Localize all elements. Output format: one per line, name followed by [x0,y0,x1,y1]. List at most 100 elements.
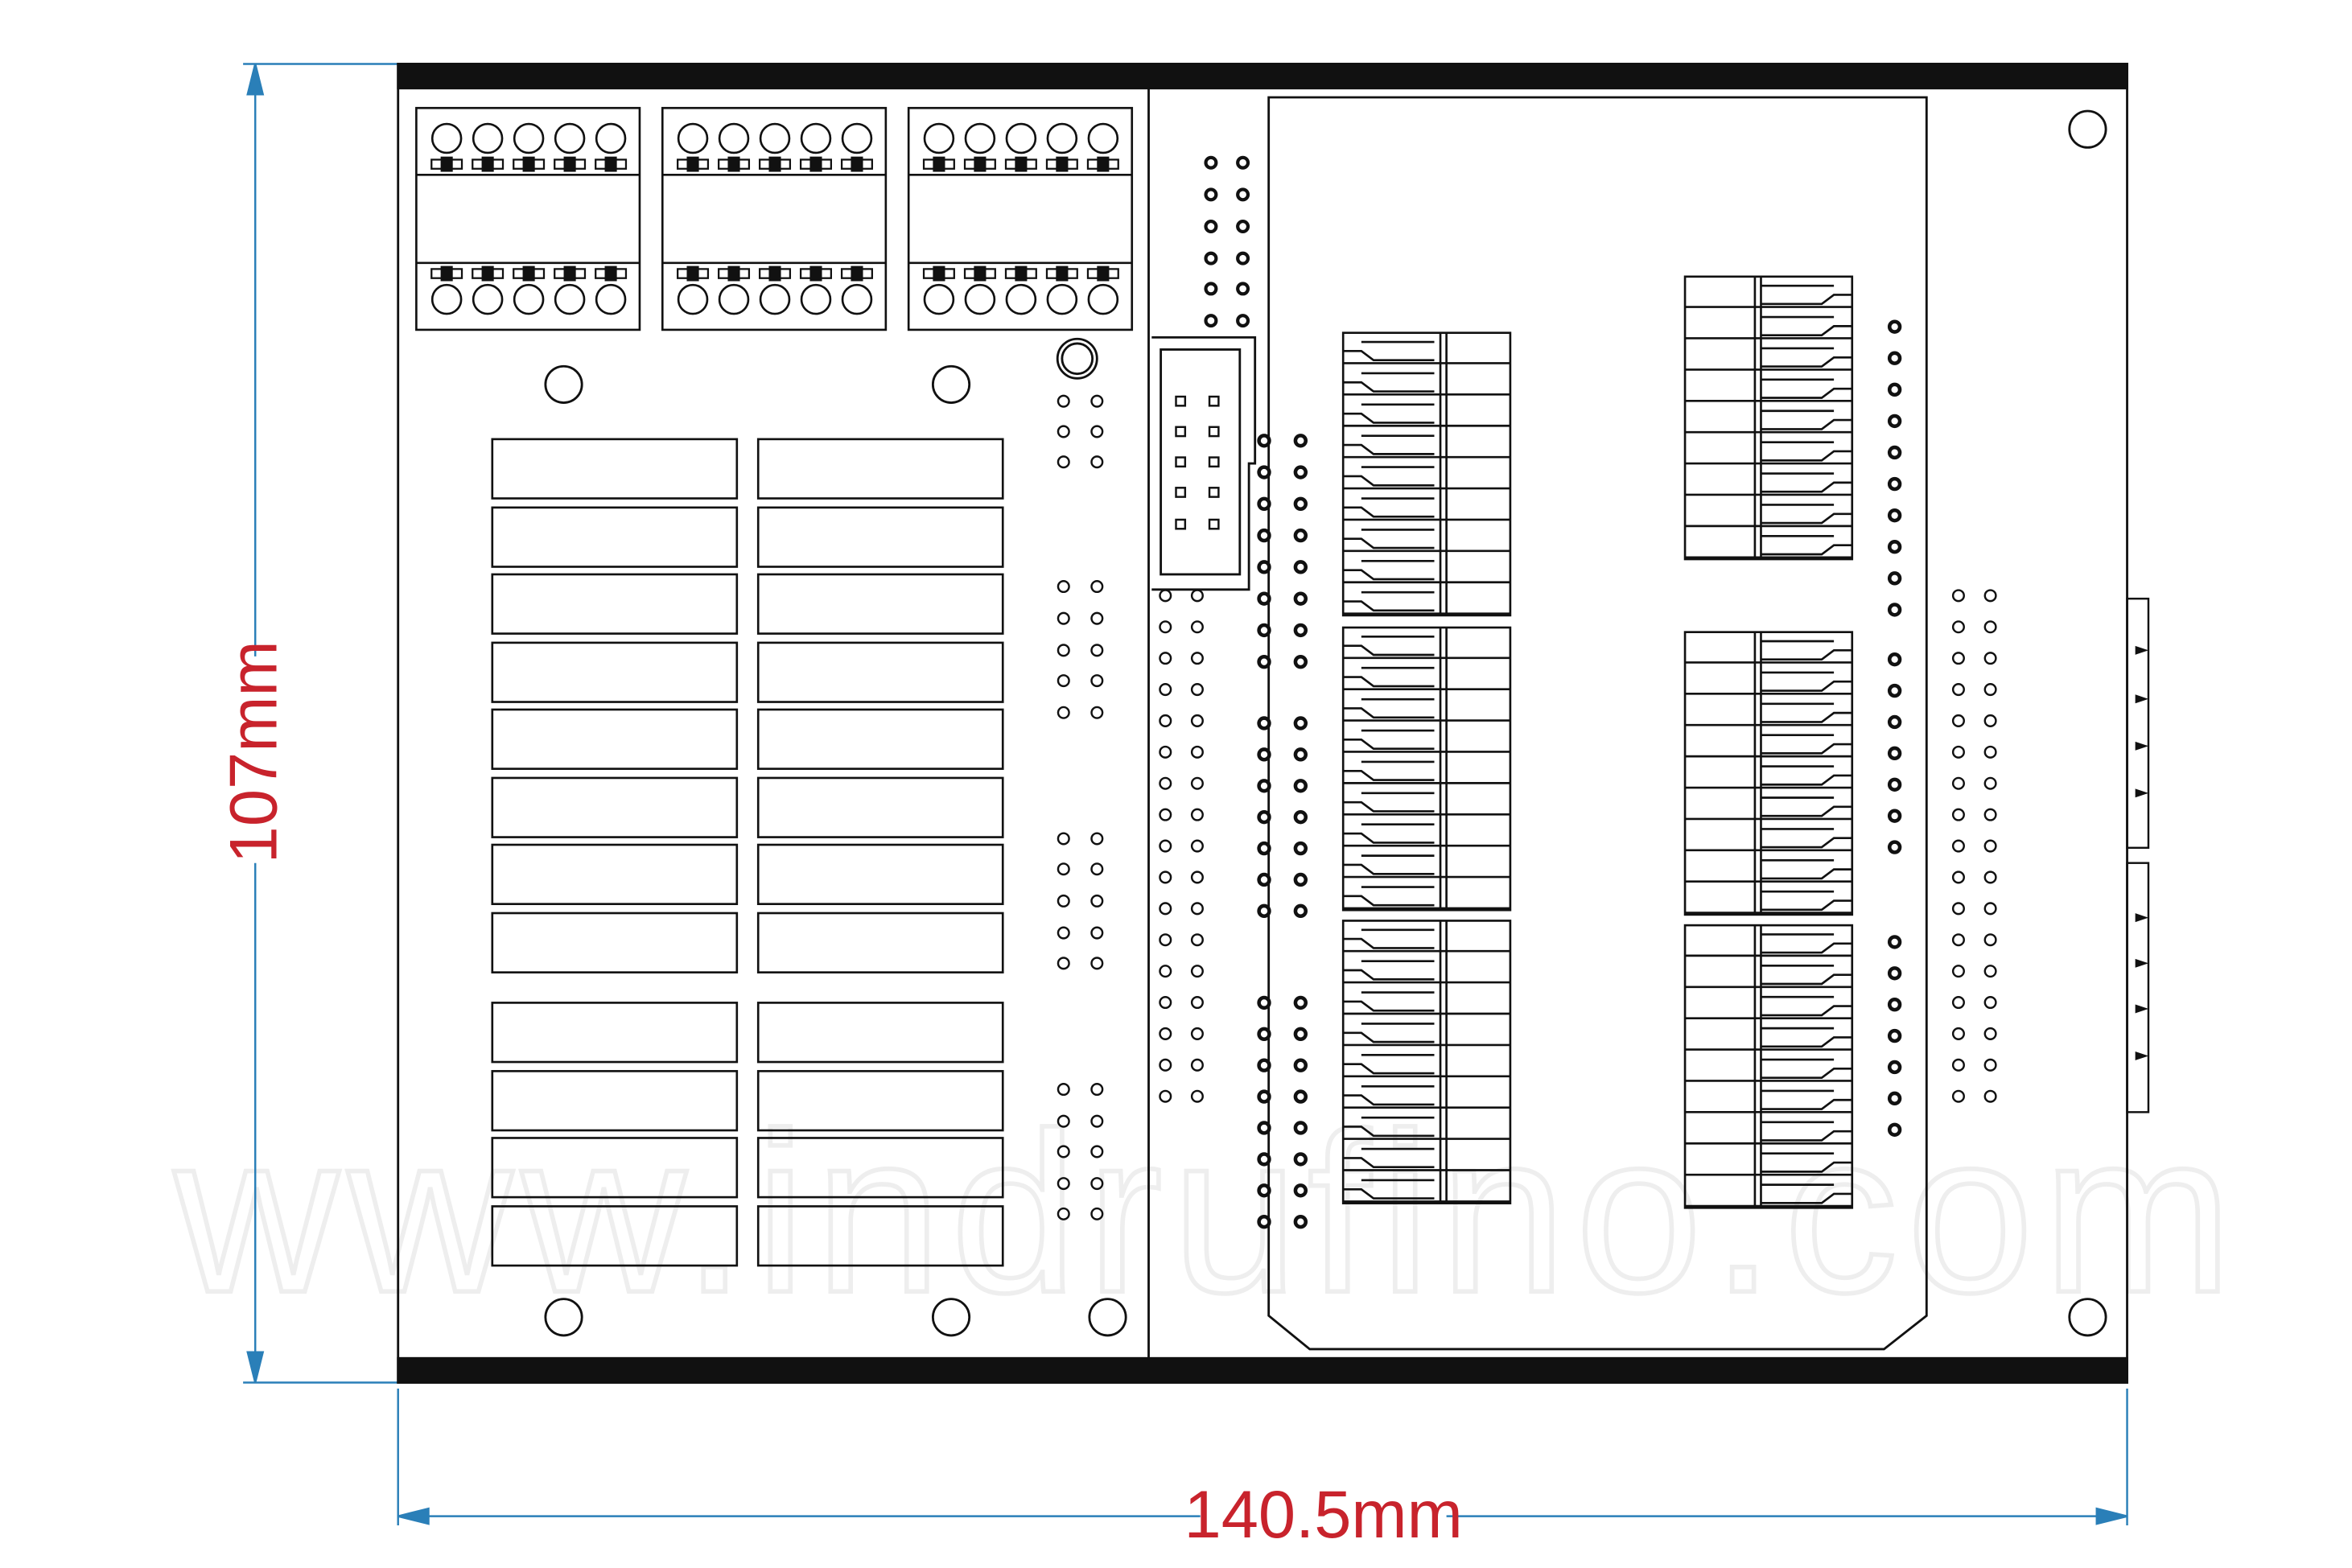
relay [756,506,1004,568]
pad [1257,560,1271,574]
pad [1190,839,1204,853]
ssr-contact [1343,823,1435,844]
terminal-screw [430,283,463,315]
pad [1236,187,1250,202]
pad [1293,496,1308,511]
pad [1090,674,1104,688]
ssr-block [1341,920,1512,1204]
pad [1090,1207,1104,1220]
pad [1293,747,1308,762]
terminal-screw [800,283,832,315]
pad [1159,714,1172,727]
pad [1257,809,1271,825]
pad [1887,714,1902,730]
pad [1257,1215,1271,1229]
pad [1190,1058,1204,1072]
pad [1057,862,1070,876]
terminal-screw [554,283,586,315]
pad [1257,623,1271,638]
ribbon-header [1151,335,1257,591]
pad [1887,476,1902,492]
pad [1293,528,1308,543]
pad [1257,1183,1271,1198]
terminal-screw [430,122,463,154]
ssr-contact [1761,1027,1852,1048]
ssr-contact [1761,858,1852,880]
terminal-screw [718,122,750,154]
pad [1257,995,1271,1010]
ssr-contact [1343,559,1435,581]
pad [1293,1215,1308,1229]
pad [1190,652,1204,665]
pad [1257,841,1271,856]
pad [1057,894,1070,907]
pad [1159,620,1172,634]
pad [1887,840,1902,854]
pad [1190,933,1204,947]
terminal-screw [841,122,873,154]
terminal-screw [677,283,709,315]
pad [1983,745,1997,759]
pad [1159,652,1172,665]
pad [1983,1089,1997,1103]
terminal-screw [513,122,545,154]
ssr-contact [1761,1121,1852,1142]
pad [1293,465,1308,479]
pad [1887,540,1902,554]
pad [1293,1089,1308,1104]
pad [1057,926,1070,940]
pad [1887,414,1902,429]
pad [1204,251,1218,265]
pad [1204,282,1218,296]
pad [1204,155,1218,170]
pad [1090,644,1104,657]
pad [1293,809,1308,825]
pad [1159,1089,1172,1103]
relay [491,776,739,838]
mounting-hole [931,364,971,404]
pad [1257,465,1271,479]
dimension-lines [243,63,2128,1525]
pad [1887,1060,1902,1075]
relay [756,573,1004,635]
mounting-hole [2068,109,2107,149]
ssr-contact [1343,1116,1435,1138]
pad [1293,1058,1308,1072]
pad [1887,1028,1902,1043]
ssr-contact [1343,372,1435,393]
terminal-screw [554,122,586,154]
header-pin [1175,395,1187,407]
pad [1983,965,1997,978]
pad [1293,841,1308,856]
pad [1951,933,1965,947]
pad [1190,870,1204,884]
ssr-contact [1761,965,1852,986]
pad [1057,394,1070,408]
pad [1090,394,1104,408]
header-pin [1208,395,1220,407]
pad [1887,603,1902,617]
terminal-screw [1046,283,1078,315]
pad [1090,1114,1104,1128]
pad [1257,434,1271,448]
ssr-contact [1343,466,1435,487]
pad [1190,776,1204,790]
header-pin [1175,487,1187,498]
ssr-contact [1343,666,1435,688]
relay [491,573,739,635]
pad [1057,674,1070,688]
relay [491,1002,739,1064]
header-pin [1175,456,1187,468]
pad [1057,1207,1070,1220]
pad [1090,580,1104,594]
pad [1887,508,1902,523]
pad [1090,1145,1104,1159]
pad [1090,425,1104,438]
pad [1293,654,1308,669]
pad [1159,589,1172,603]
terminal-screw [964,283,996,315]
ssr-contact [1761,640,1852,661]
pad [1090,862,1104,876]
pad [1983,714,1997,727]
pad [1257,779,1271,793]
